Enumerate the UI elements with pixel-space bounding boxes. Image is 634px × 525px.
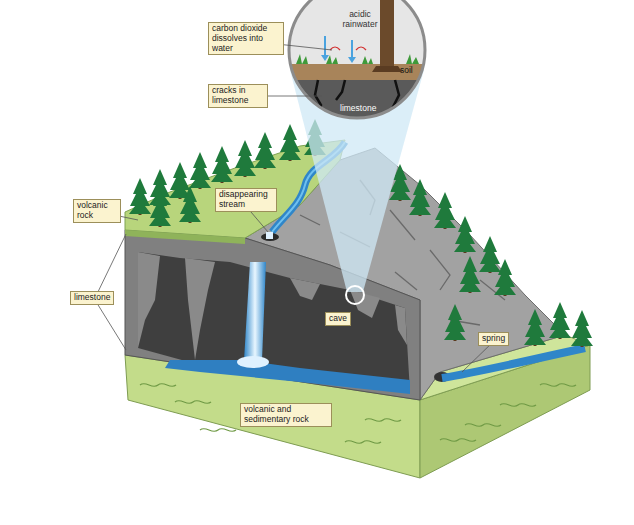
callout-box: carbon dioxide dissolves into water (208, 22, 284, 55)
sinkhole (261, 233, 279, 241)
callout-box: cave (325, 312, 351, 326)
waterfall-splash (237, 356, 269, 368)
callout-text: volcanic and sedimentary rock (244, 405, 328, 425)
limestone-face (125, 230, 420, 400)
spring-stream (442, 348, 585, 378)
callout-box: spring (478, 332, 509, 346)
callout-text: carbon dioxide dissolves into water (212, 24, 280, 53)
inset-label: acidic rainwater (334, 10, 386, 30)
callout-box: volcanic and sedimentary rock (240, 403, 332, 427)
callout-text: disappearing stream (219, 190, 273, 210)
volcanic-edge (125, 230, 245, 244)
callout-text: limestone (74, 293, 110, 303)
magnified-spot (346, 286, 364, 304)
callout-text: cave (329, 314, 347, 324)
sinkhole-fall (266, 232, 273, 239)
callout-text: volcanic rock (77, 201, 117, 221)
magnifier-cone (290, 70, 424, 292)
callout-box: limestone (70, 291, 114, 305)
callout-box: cracks in limestone (208, 84, 268, 108)
magnified-view (285, 0, 430, 140)
cave-river (165, 360, 410, 394)
callout-box: volcanic rock (73, 199, 121, 223)
callout-text: cracks in limestone (212, 86, 264, 106)
cave-waterfall (244, 262, 266, 360)
callout-text: spring (482, 334, 505, 344)
bedrock-waves (140, 384, 576, 444)
inset-label: limestone (340, 104, 376, 114)
leader-lines (95, 40, 495, 372)
magnifier-ring (289, 0, 425, 118)
inset-label: soil (400, 66, 413, 76)
callout-box: disappearing stream (215, 188, 277, 212)
